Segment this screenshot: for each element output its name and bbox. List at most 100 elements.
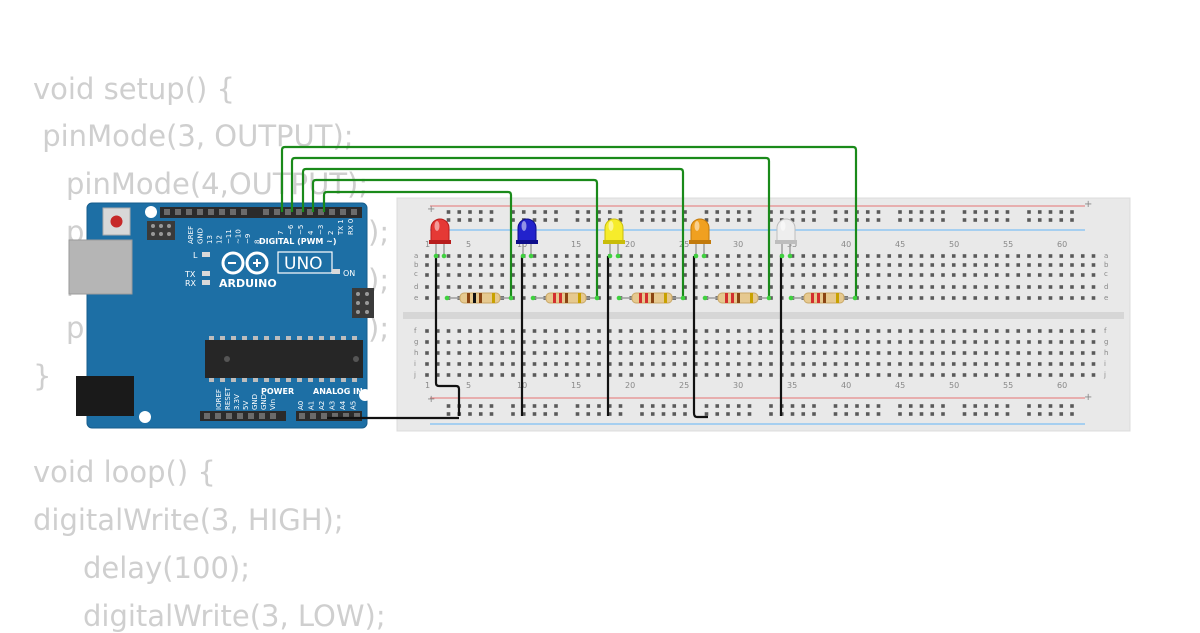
breadboard-hole[interactable] — [607, 340, 612, 344]
breadboard-hole[interactable] — [962, 362, 967, 366]
breadboard-hole[interactable] — [468, 285, 472, 289]
breadboard-hole[interactable] — [833, 254, 838, 258]
rail-hole[interactable] — [908, 210, 913, 214]
breadboard-hole[interactable] — [941, 340, 945, 344]
breadboard-hole[interactable] — [618, 254, 623, 258]
rail-hole[interactable] — [833, 210, 838, 214]
led-yellow[interactable] — [603, 218, 625, 259]
breadboard-hole[interactable] — [618, 351, 623, 355]
rail-hole[interactable] — [554, 218, 558, 222]
breadboard-hole[interactable] — [564, 373, 569, 377]
rail-hole[interactable] — [812, 404, 816, 408]
rail-hole[interactable] — [607, 404, 612, 408]
breadboard-hole[interactable] — [865, 285, 870, 289]
rail-hole[interactable] — [618, 218, 623, 222]
breadboard-hole[interactable] — [575, 254, 580, 258]
breadboard-hole[interactable] — [758, 351, 763, 355]
breadboard-hole[interactable] — [521, 329, 526, 333]
breadboard-hole[interactable] — [425, 296, 429, 300]
breadboard-hole[interactable] — [597, 273, 601, 277]
breadboard-hole[interactable] — [500, 373, 505, 377]
breadboard-hole[interactable] — [650, 285, 655, 289]
breadboard-hole[interactable] — [704, 263, 709, 267]
breadboard-hole[interactable] — [1070, 329, 1074, 333]
breadboard-hole[interactable] — [736, 340, 741, 344]
breadboard-hole[interactable] — [898, 373, 902, 377]
breadboard-hole[interactable] — [554, 273, 558, 277]
breadboard-hole[interactable] — [898, 362, 902, 366]
breadboard-hole[interactable] — [478, 351, 483, 355]
breadboard-hole[interactable] — [769, 254, 773, 258]
breadboard-hole[interactable] — [435, 296, 440, 300]
breadboard-hole[interactable] — [908, 273, 913, 277]
rail-hole[interactable] — [575, 404, 580, 408]
rail-hole[interactable] — [994, 404, 999, 408]
breadboard-hole[interactable] — [790, 351, 795, 355]
breadboard-hole[interactable] — [951, 329, 956, 333]
breadboard-hole[interactable] — [1027, 296, 1031, 300]
pin-socket[interactable] — [351, 209, 357, 215]
breadboard-hole[interactable] — [919, 296, 924, 300]
breadboard-hole[interactable] — [994, 340, 999, 344]
pin-socket[interactable] — [219, 209, 225, 215]
breadboard-hole[interactable] — [489, 273, 494, 277]
breadboard-hole[interactable] — [844, 362, 849, 366]
breadboard-hole[interactable] — [693, 351, 698, 355]
rail-hole[interactable] — [704, 412, 709, 416]
analog-header[interactable] — [296, 411, 362, 421]
breadboard-hole[interactable] — [575, 329, 580, 333]
rail-hole[interactable] — [532, 210, 537, 214]
breadboard-hole[interactable] — [425, 285, 429, 289]
breadboard-hole[interactable] — [661, 373, 666, 377]
breadboard-hole[interactable] — [597, 285, 601, 289]
breadboard-hole[interactable] — [564, 285, 569, 289]
breadboard-hole[interactable] — [446, 373, 451, 377]
rail-hole[interactable] — [521, 412, 526, 416]
breadboard-hole[interactable] — [1048, 340, 1053, 344]
rail-hole[interactable] — [468, 412, 472, 416]
breadboard-hole[interactable] — [930, 254, 935, 258]
breadboard-hole[interactable] — [640, 254, 644, 258]
breadboard-hole[interactable] — [758, 273, 763, 277]
pin-socket[interactable] — [204, 413, 210, 419]
pin-socket[interactable] — [270, 413, 276, 419]
breadboard-hole[interactable] — [758, 373, 763, 377]
rail-hole[interactable] — [457, 218, 462, 222]
breadboard-hole[interactable] — [532, 329, 537, 333]
breadboard-hole[interactable] — [489, 263, 494, 267]
breadboard-hole[interactable] — [521, 351, 526, 355]
breadboard-hole[interactable] — [618, 329, 623, 333]
pin-socket[interactable] — [237, 413, 243, 419]
breadboard-hole[interactable] — [457, 285, 462, 289]
rail-hole[interactable] — [801, 210, 806, 214]
breadboard-hole[interactable] — [758, 285, 763, 289]
breadboard-hole[interactable] — [457, 373, 462, 377]
breadboard-hole[interactable] — [1059, 351, 1064, 355]
breadboard-hole[interactable] — [661, 254, 666, 258]
breadboard-hole[interactable] — [1080, 296, 1085, 300]
breadboard-hole[interactable] — [726, 329, 730, 333]
breadboard-hole[interactable] — [941, 273, 945, 277]
breadboard-hole[interactable] — [446, 329, 451, 333]
rail-hole[interactable] — [898, 404, 902, 408]
breadboard-hole[interactable] — [941, 329, 945, 333]
breadboard-hole[interactable] — [822, 273, 827, 277]
breadboard-hole[interactable] — [715, 329, 720, 333]
breadboard-hole[interactable] — [457, 340, 462, 344]
pin-socket[interactable] — [248, 413, 254, 419]
rail-hole[interactable] — [650, 210, 655, 214]
breadboard-hole[interactable] — [532, 373, 537, 377]
breadboard-hole[interactable] — [511, 373, 515, 377]
rail-hole[interactable] — [618, 412, 623, 416]
rail-hole[interactable] — [801, 412, 806, 416]
breadboard-hole[interactable] — [1080, 362, 1085, 366]
rail-hole[interactable] — [1005, 218, 1010, 222]
breadboard-hole[interactable] — [951, 273, 956, 277]
breadboard-hole[interactable] — [726, 351, 730, 355]
breadboard-hole[interactable] — [629, 273, 634, 277]
breadboard-hole[interactable] — [564, 273, 569, 277]
breadboard-hole[interactable] — [812, 329, 816, 333]
breadboard-hole[interactable] — [575, 263, 580, 267]
rail-hole[interactable] — [683, 218, 687, 222]
breadboard-hole[interactable] — [607, 296, 612, 300]
